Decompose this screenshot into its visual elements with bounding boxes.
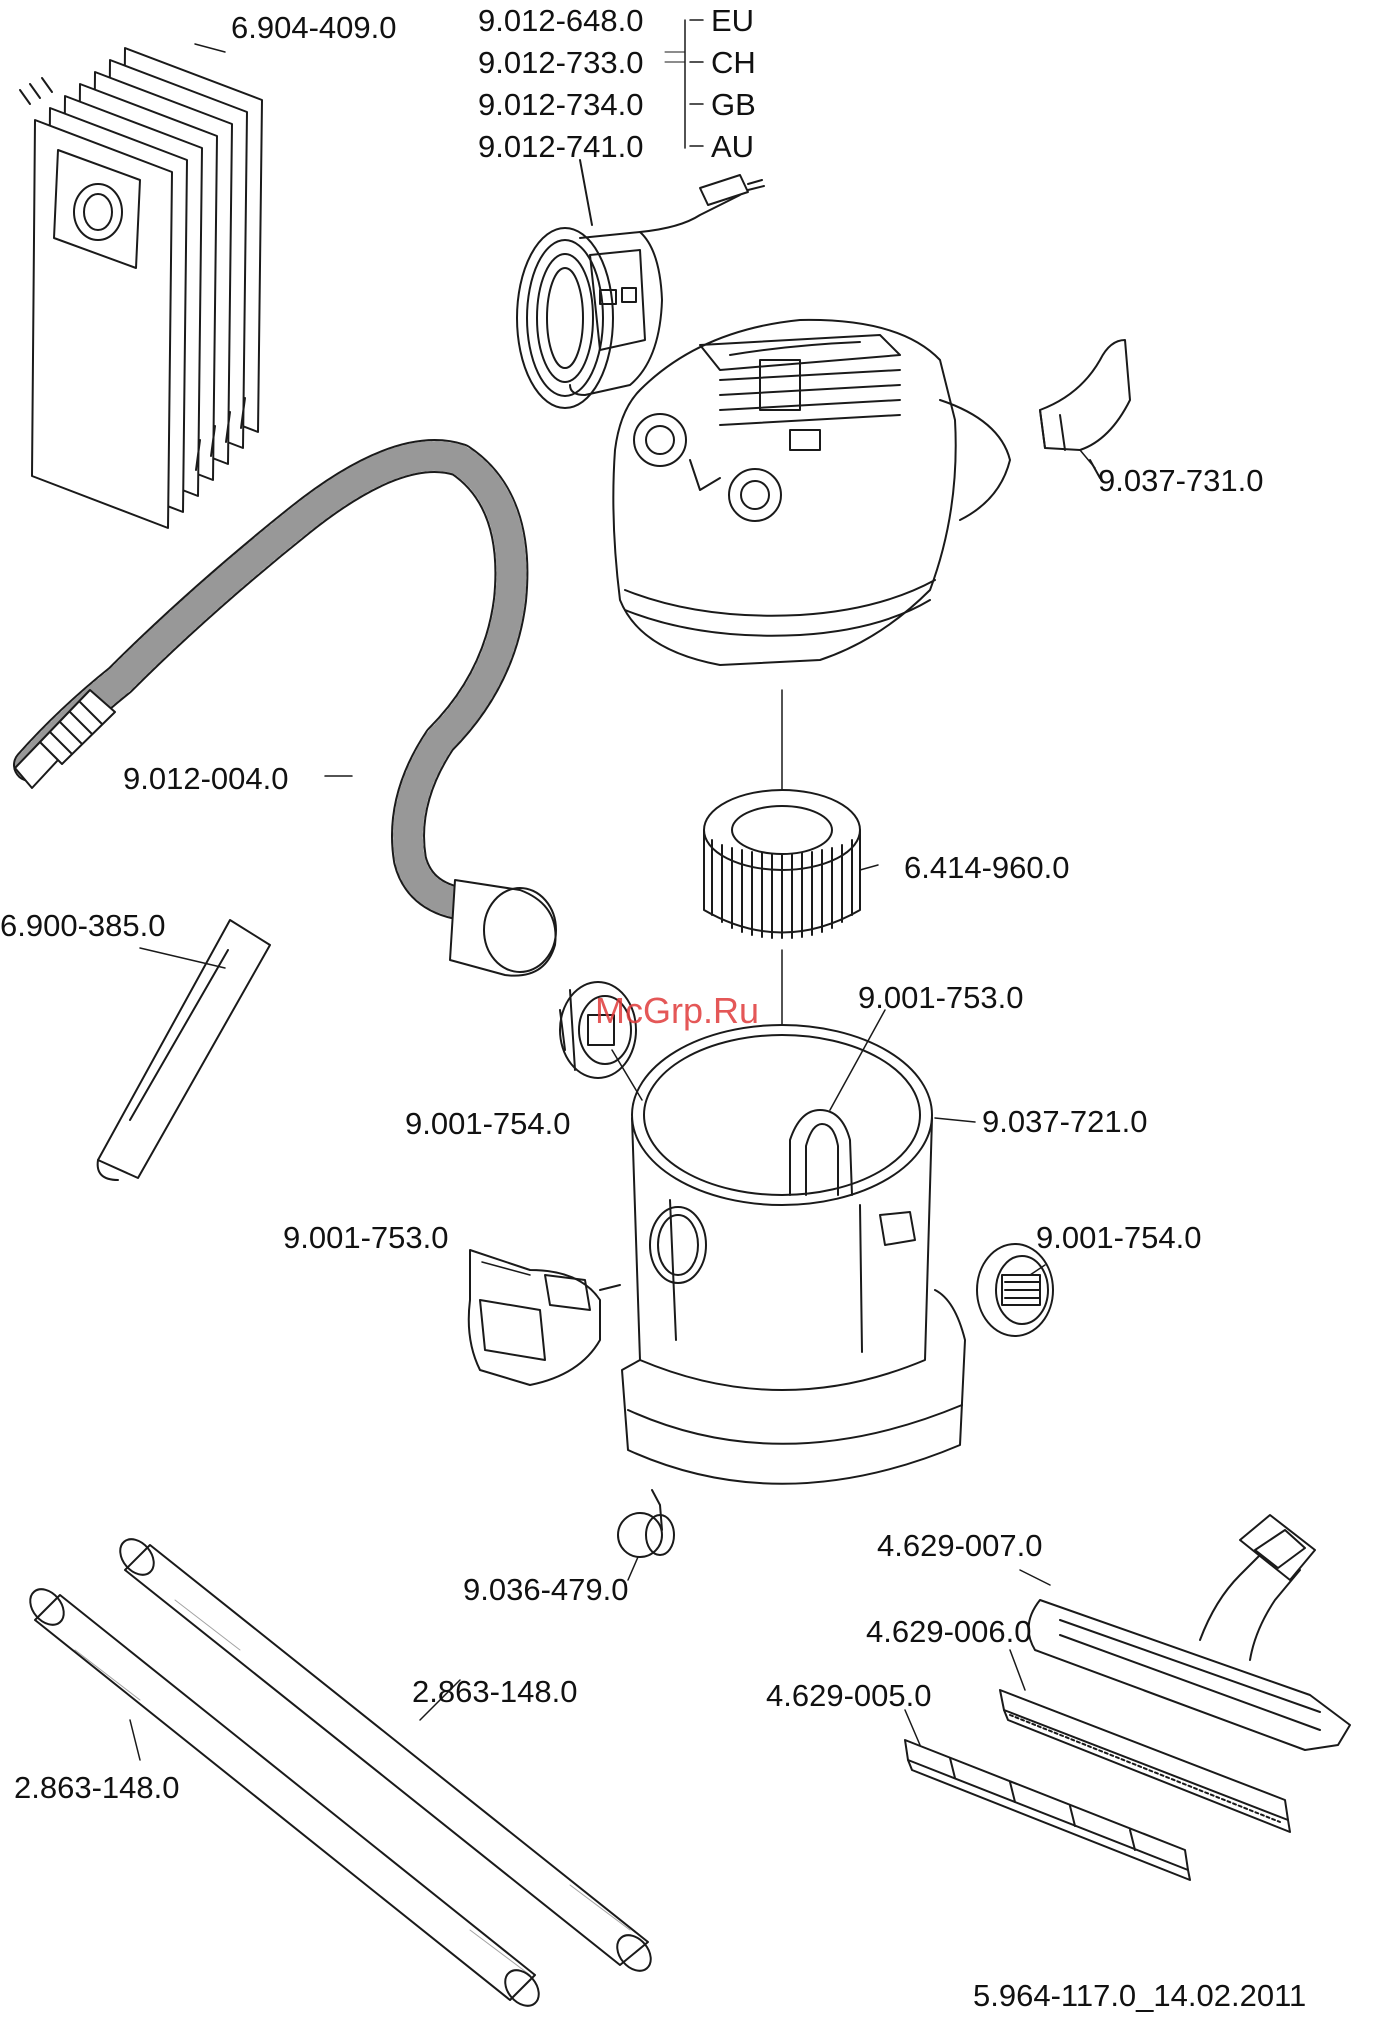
label-container: 9.037-721.0 xyxy=(982,1106,1147,1137)
accessory-holder-drawing xyxy=(1040,340,1130,478)
footer-document-code: 5.964-117.0_14.02.2011 xyxy=(973,1980,1306,2011)
filter-bags-drawing xyxy=(20,48,262,528)
motor-head-drawing xyxy=(613,320,1010,665)
label-rubber-strip: 4.629-005.0 xyxy=(766,1680,931,1711)
label-crevice-nozzle: 6.900-385.0 xyxy=(0,910,165,941)
label-cable-gb: 9.012-734.0 xyxy=(478,89,643,120)
region-gb: GB xyxy=(711,89,756,120)
floor-nozzle-drawing xyxy=(1029,1515,1350,1750)
suction-hose-drawing xyxy=(15,456,556,976)
label-latch-left-knob: 9.001-754.0 xyxy=(405,1108,570,1139)
label-latch-right-knob: 9.001-754.0 xyxy=(1036,1222,1201,1253)
label-floor-nozzle: 4.629-007.0 xyxy=(877,1530,1042,1561)
label-latch-top: 9.001-753.0 xyxy=(858,982,1023,1013)
latch-right-knob-drawing xyxy=(977,1244,1053,1336)
region-ch: CH xyxy=(711,47,756,78)
label-cable-eu: 9.012-648.0 xyxy=(478,5,643,36)
label-castor: 9.036-479.0 xyxy=(463,1574,628,1605)
label-cartridge-filter: 6.414-960.0 xyxy=(904,852,1069,883)
label-tube-right: 2.863-148.0 xyxy=(412,1676,577,1707)
label-accessory-holder: 9.037-731.0 xyxy=(1098,465,1263,496)
watermark: McGrp.Ru xyxy=(595,990,759,1032)
container-drawing xyxy=(622,1025,965,1484)
latch-left-drawing xyxy=(469,1250,620,1385)
label-brush-strip: 4.629-006.0 xyxy=(866,1616,1031,1647)
label-hose: 9.012-004.0 xyxy=(123,763,288,794)
leader-lines xyxy=(130,20,1095,1760)
region-eu: EU xyxy=(711,5,754,36)
region-au: AU xyxy=(711,131,754,162)
castor-drawing xyxy=(618,1490,674,1557)
label-tube-left: 2.863-148.0 xyxy=(14,1772,179,1803)
label-cable-au: 9.012-741.0 xyxy=(478,131,643,162)
label-filter-bags: 6.904-409.0 xyxy=(231,12,396,43)
label-latch-left: 9.001-753.0 xyxy=(283,1222,448,1253)
label-cable-ch: 9.012-733.0 xyxy=(478,47,643,78)
